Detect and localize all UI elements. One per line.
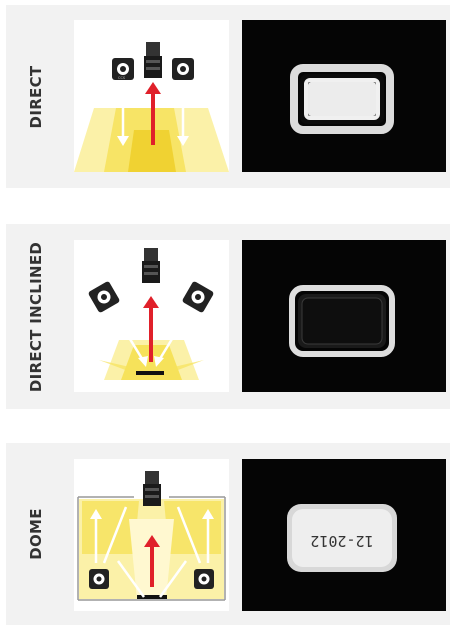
svg-text:CCS: CCS bbox=[118, 76, 126, 80]
camera-icon bbox=[142, 248, 160, 283]
label-text: DIRECT INCLINED bbox=[27, 241, 45, 391]
direct-inclined-result-photo bbox=[242, 240, 446, 392]
row-direct: DIRECT CCS bbox=[6, 5, 450, 188]
row-label-direct-inclined: DIRECT INCLINED bbox=[6, 224, 66, 409]
dome-result-photo: 12-2012 bbox=[242, 459, 446, 611]
light-source-icon bbox=[88, 281, 121, 314]
direct-lighting-diagram: CCS bbox=[74, 20, 229, 172]
light-source-icon bbox=[89, 569, 109, 589]
row-direct-inclined: DIRECT INCLINED bbox=[6, 224, 450, 409]
light-source-icon: CCS bbox=[112, 58, 134, 80]
light-source-icon bbox=[182, 281, 215, 314]
row-label-direct: DIRECT bbox=[6, 5, 66, 188]
direct-inclined-lighting-diagram bbox=[74, 240, 229, 392]
label-text: DIRECT bbox=[27, 65, 45, 128]
row-label-dome: DOME bbox=[6, 443, 66, 625]
row-dome: DOME bbox=[6, 443, 450, 625]
label-text: DOME bbox=[27, 508, 45, 560]
direct-result-photo bbox=[242, 20, 446, 172]
camera-icon bbox=[144, 42, 162, 78]
light-source-icon bbox=[172, 58, 194, 80]
dome-lighting-diagram bbox=[74, 459, 229, 611]
photo-date-text: 12-2012 bbox=[310, 532, 373, 550]
light-source-icon bbox=[194, 569, 214, 589]
camera-icon bbox=[143, 471, 161, 506]
